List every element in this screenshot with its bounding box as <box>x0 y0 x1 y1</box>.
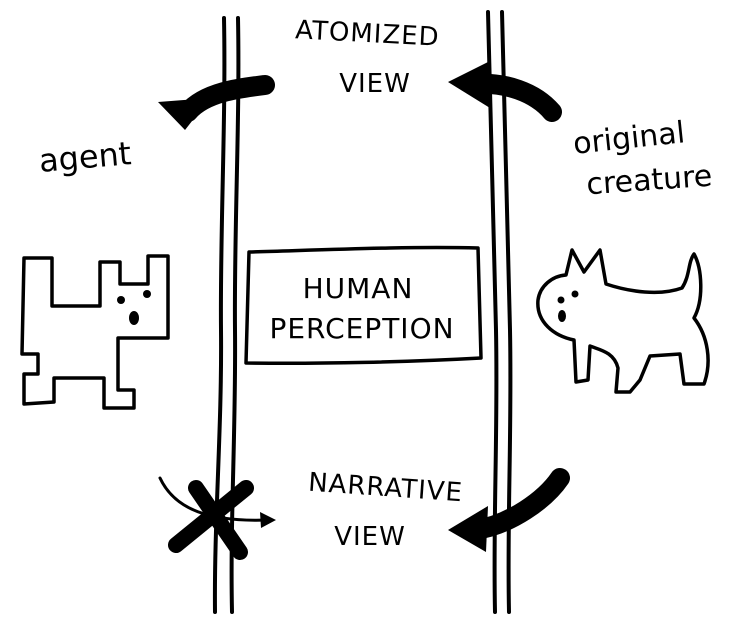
narrative-view-label: VIEW <box>334 522 406 552</box>
creature-label: creature <box>585 159 713 203</box>
atomized-label: ATOMIZED <box>294 15 440 53</box>
human-label: HUMAN <box>303 272 414 305</box>
agent-figure <box>20 254 170 410</box>
human-perception-box <box>244 245 483 366</box>
narrative-label: NARRATIVE <box>307 468 464 509</box>
blocked-arrow <box>158 476 276 560</box>
perception-label: PERCEPTION <box>269 312 454 345</box>
agent-label: agent <box>37 134 132 180</box>
top-left-arrow <box>158 75 275 130</box>
atomized-view-label: VIEW <box>339 69 411 99</box>
original-label: original <box>571 115 686 162</box>
creature-figure <box>536 248 710 394</box>
top-right-arrow <box>448 62 562 122</box>
bottom-right-arrow <box>448 468 570 552</box>
